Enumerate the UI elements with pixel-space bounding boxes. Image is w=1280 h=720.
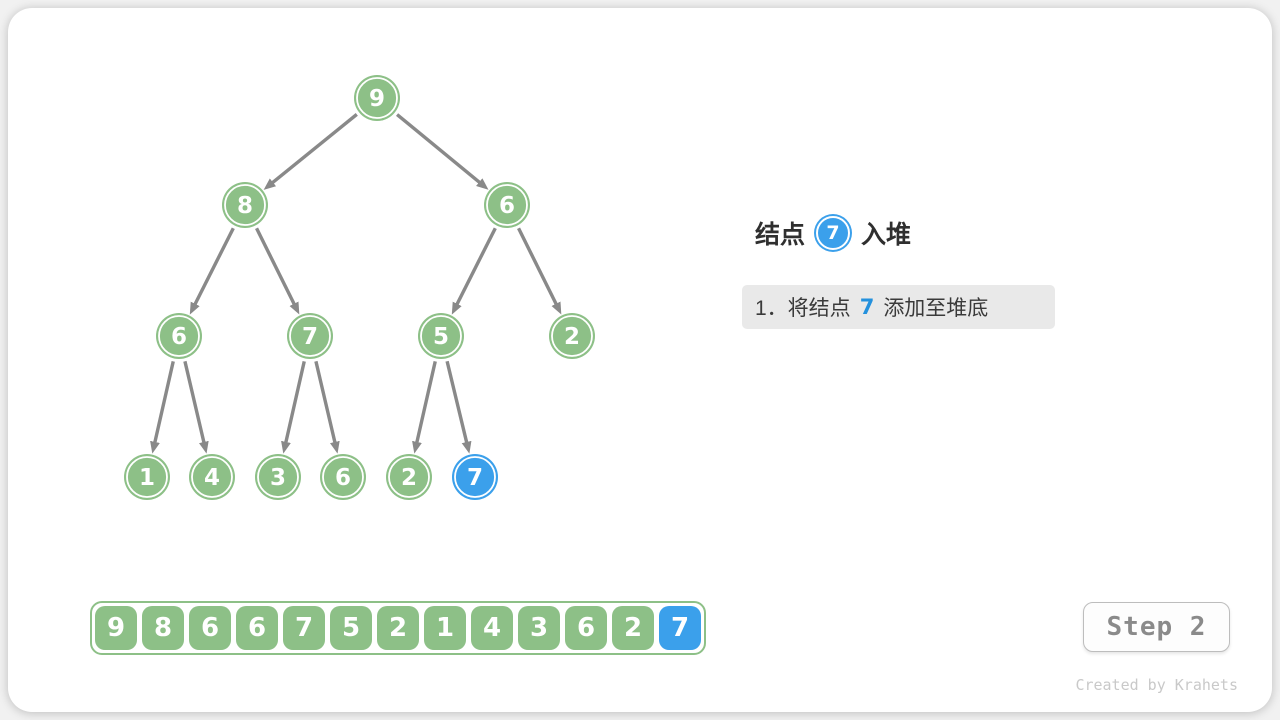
tree-edge [451, 227, 497, 315]
array-cell: 8 [142, 606, 184, 650]
svg-text:7: 7 [467, 465, 483, 491]
tree-node: 9 [354, 75, 400, 121]
credit-text: Created by Krahets [1075, 676, 1238, 694]
node-7-badge: 7 [816, 216, 851, 250]
svg-text:2: 2 [401, 465, 417, 491]
tree-node: 1 [124, 454, 170, 500]
array-cell: 1 [424, 606, 466, 650]
array-cell: 2 [377, 606, 419, 650]
array-cell: 6 [236, 606, 278, 650]
svg-text:3: 3 [270, 465, 286, 491]
instruction-box: 1．将结点 7 添加至堆底 [742, 285, 1055, 329]
array-cell: 2 [612, 606, 654, 650]
svg-text:6: 6 [335, 465, 351, 491]
svg-text:8: 8 [237, 193, 253, 219]
tree-node: 6 [320, 454, 366, 500]
tree-node: 6 [156, 313, 202, 359]
tree-node: 8 [222, 182, 268, 228]
tree-edge [150, 360, 175, 454]
step-button[interactable]: Step 2 [1083, 602, 1230, 652]
tree-edge [281, 360, 306, 454]
array-cell: 5 [330, 606, 372, 650]
tree-edge [517, 227, 562, 315]
heap-tree-diagram: 9 8 6 6 7 5 2 1 4 3 6 2 7 [124, 75, 595, 500]
array-cell: 9 [95, 606, 137, 650]
svg-text:6: 6 [171, 324, 187, 350]
step-button-label: Step 2 [1106, 612, 1207, 642]
tree-node: 4 [189, 454, 235, 500]
tree-node: 2 [549, 313, 595, 359]
svg-text:1: 1 [139, 465, 155, 491]
tree-node: 6 [484, 182, 530, 228]
tree-edge [412, 360, 437, 454]
node-7-badge-value: 7 [826, 222, 840, 244]
tree-edge [255, 227, 300, 315]
tree-edge [314, 360, 340, 454]
instruction-suffix: 添加至堆底 [883, 297, 989, 320]
svg-text:5: 5 [433, 324, 449, 350]
array-cell-highlighted: 7 [659, 606, 701, 650]
array-cell: 6 [189, 606, 231, 650]
tree-edge [189, 227, 235, 315]
array-cell: 4 [471, 606, 513, 650]
panel-title: 结点 7 入堆 [755, 211, 911, 255]
instruction-prefix: 1．将结点 [755, 297, 851, 320]
tree-node: 2 [386, 454, 432, 500]
svg-text:9: 9 [369, 86, 385, 112]
svg-text:4: 4 [204, 465, 220, 491]
array-cell: 7 [283, 606, 325, 650]
svg-text:6: 6 [499, 193, 515, 219]
tree-edge [445, 360, 472, 454]
tree-node-highlighted: 7 [452, 454, 498, 500]
panel-title-prefix: 结点 [755, 221, 806, 249]
tree-node: 3 [255, 454, 301, 500]
array-cell: 3 [518, 606, 560, 650]
tree-node: 5 [418, 313, 464, 359]
instruction-highlight-value: 7 [859, 295, 875, 319]
tree-edge [395, 113, 489, 190]
tree-edge [263, 113, 358, 190]
panel-title-suffix: 入堆 [861, 221, 912, 249]
tree-node: 7 [287, 313, 333, 359]
tree-edge [183, 360, 209, 454]
svg-text:7: 7 [302, 324, 318, 350]
array-cell: 6 [565, 606, 607, 650]
svg-text:2: 2 [564, 324, 580, 350]
